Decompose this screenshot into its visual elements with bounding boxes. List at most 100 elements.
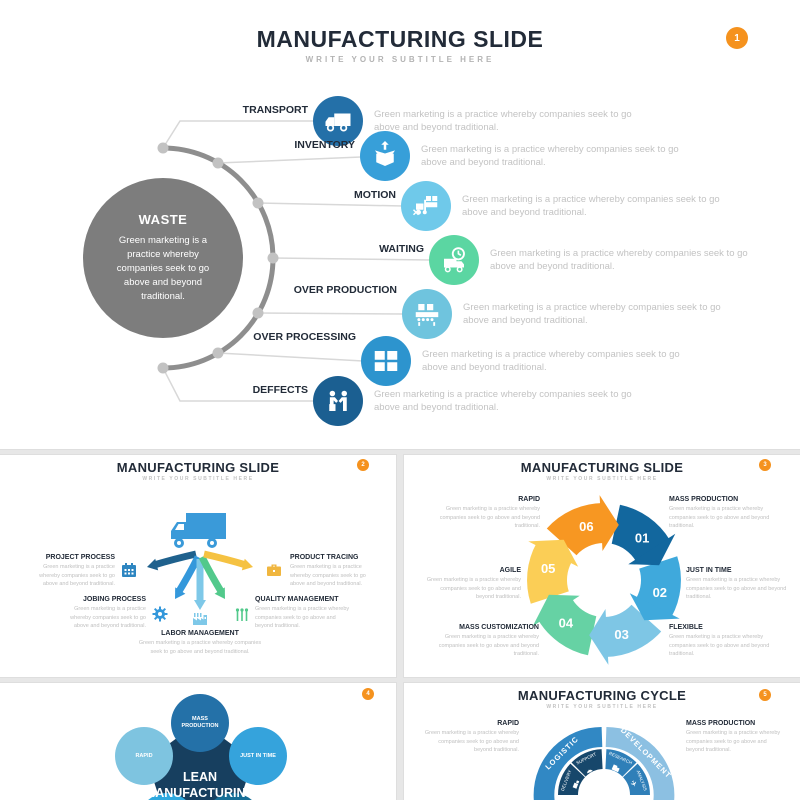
block-desc: Green marketing is a practice whereby co…: [439, 506, 540, 530]
cycle-segment-06: [546, 503, 604, 556]
connector-lines: [162, 120, 432, 402]
slide-number-badge: 5: [759, 689, 771, 701]
block-label: QUALITY MANAGEMENT: [255, 596, 339, 603]
center-line-2: MANUFACTURING: [144, 786, 256, 800]
block-mass-production: MASS PRODUCTION Green marketing is a pra…: [686, 720, 781, 755]
cycle-segment-05: [527, 542, 572, 604]
calendar-icon: [122, 563, 136, 577]
block-desc: Green marketing is a practice whereby co…: [255, 606, 350, 630]
documents-icon: [611, 764, 620, 773]
slide-subtitle: WRITE YOUR SUBTITLE HERE: [546, 704, 658, 710]
block-quality-management: QUALITY MANAGEMENT Green marketing is a …: [255, 596, 350, 631]
slide-title: MANUFACTURING SLIDE: [520, 460, 684, 475]
block-desc: Green marketing is a practice whereby co…: [138, 640, 262, 655]
item-label-motion: MOTION: [354, 189, 396, 201]
item-circle-transport: [313, 96, 363, 146]
block-label: RAPID: [518, 496, 540, 503]
slide-4-lean-manufacturing[interactable]: 4 MASS PRODUCTION RAPID JUST IN TIME LEA…: [0, 683, 396, 800]
slide-3-circular-arrows[interactable]: 3 MANUFACTURING SLIDE WRITE YOUR SUBTITL…: [404, 455, 800, 677]
block-label: LABOR MANAGEMENT: [161, 630, 239, 637]
item-circle-over-production: [402, 289, 452, 339]
arrowhead: [175, 587, 186, 599]
umbrella-icon: ☂: [585, 767, 595, 778]
cycle-arrowhead-06: [599, 495, 619, 551]
truck-icon: [325, 113, 351, 132]
block-desc: Green marketing is a practice whereby co…: [39, 564, 115, 588]
cycle-number-04: 04: [559, 615, 574, 630]
waste-title: WASTE: [138, 212, 188, 227]
waste-center-circle: WASTE Green marketing is a practice wher…: [83, 178, 243, 338]
item-desc-over-processing: Green marketing is a practice whereby co…: [422, 349, 680, 373]
block-mass-production: MASS PRODUCTION Green marketing is a pra…: [669, 496, 774, 531]
cycle-ring-diagram: LOGISTIC DEVELOPMENT SUPPORT DELIVERY RE…: [533, 726, 675, 800]
item-desc-inventory: Green marketing is a practice whereby co…: [421, 144, 679, 168]
slide-title: MANUFACTURING SLIDE: [116, 460, 280, 475]
arrowhead: [214, 587, 225, 599]
forklift-icon: [412, 196, 438, 216]
block-desc: Green marketing is a practice whereby co…: [669, 506, 770, 530]
node-partial-left: [138, 793, 196, 800]
block-flexible: FLEXIBLE Green marketing is a practice w…: [669, 624, 774, 659]
item-label-over-processing: OVER PROCESSING: [253, 331, 356, 343]
cycle-arrowhead-05: [528, 539, 579, 567]
block-rapid: RAPID Green marketing is a practice wher…: [435, 496, 540, 531]
block-label: FLEXIBLE: [669, 624, 703, 631]
conveyor-icon: [415, 304, 439, 326]
arrowhead: [241, 558, 253, 571]
item-circle-motion: [401, 181, 451, 231]
item-circle-inventory: [360, 131, 410, 181]
slide-subtitle: WRITE YOUR SUBTITLE HERE: [546, 476, 658, 482]
block-label: MASS PRODUCTION: [686, 720, 756, 727]
block-desc: Green marketing is a practice whereby co…: [70, 606, 146, 630]
block-label: AGILE: [499, 567, 521, 574]
item-label-waiting: WAITING: [379, 243, 424, 255]
cycle-number-01: 01: [635, 531, 649, 546]
block-label: JUST IN TIME: [686, 567, 732, 574]
block-product-tracing: PRODUCT TRACING Green marketing is a pra…: [290, 554, 380, 589]
block-desc: Green marketing is a practice whereby co…: [686, 730, 781, 754]
item-desc-deffects: Green marketing is a practice whereby co…: [374, 389, 632, 413]
slide-2-manufacturing-arrows[interactable]: 2 MANUFACTURING SLIDE WRITE YOUR SUBTITL…: [0, 455, 396, 677]
item-circle-waiting: [429, 235, 479, 285]
block-desc: Green marketing is a practice whereby co…: [424, 730, 519, 754]
briefcase-icon: [267, 564, 281, 576]
waste-description: Green marketing is a practice whereby co…: [116, 235, 210, 302]
cycle-segment-02: [636, 556, 681, 618]
block-desc: Green marketing is a practice whereby co…: [426, 577, 521, 601]
cycle-arrowhead-04: [532, 594, 580, 627]
handover-icon: [329, 390, 347, 411]
node-label: JUST IN TIME: [240, 753, 276, 759]
arrow-quality-management: [198, 555, 225, 595]
node-label: MASS PRODUCTION: [181, 716, 219, 729]
slide-1-manufacturing: 1 MANUFACTURING SLIDE WRITE YOUR SUBTITL…: [0, 0, 800, 449]
slide-5-manufacturing-cycle[interactable]: 5 MANUFACTURING CYCLE WRITE YOUR SUBTITL…: [404, 683, 800, 800]
development-label: DEVELOPMENT: [619, 726, 674, 781]
arc-node-dots: [157, 142, 279, 374]
outer-ring-logistic: [533, 727, 603, 800]
block-label: MASS PRODUCTION: [669, 496, 739, 503]
outer-ring-development: [605, 727, 675, 800]
slide-number-badge: 4: [362, 688, 374, 700]
item-label-transport: TRANSPORT: [242, 104, 308, 116]
block-desc: Green marketing is a practice whereby co…: [669, 634, 770, 658]
block-label: RAPID: [497, 720, 519, 727]
cycle-arrowhead-03: [589, 609, 609, 665]
block-label: PROJECT PROCESS: [45, 554, 115, 561]
truck-icon: [572, 780, 580, 789]
block-rapid: RAPID Green marketing is a practice wher…: [424, 720, 519, 755]
item-desc-motion: Green marketing is a practice whereby co…: [462, 194, 720, 218]
node-partial-right: [204, 793, 262, 800]
slide-number-badge: 2: [357, 459, 369, 471]
pentagon-shape: [147, 721, 253, 800]
truck-icon: [171, 513, 226, 548]
arrowhead: [147, 558, 159, 571]
modules-icon: [374, 351, 398, 371]
block-label: MASS CUSTOMIZATION: [459, 624, 539, 631]
block-label: PRODUCT TRACING: [290, 554, 359, 561]
item-desc-waiting: Green marketing is a practice whereby co…: [490, 248, 748, 272]
item-label-over-production: OVER PRODUCTION: [293, 284, 397, 296]
factory-icon: [193, 613, 207, 625]
arrow-jobing-process: [175, 555, 202, 595]
block-project-process: PROJECT PROCESS Green marketing is a pra…: [25, 554, 115, 589]
